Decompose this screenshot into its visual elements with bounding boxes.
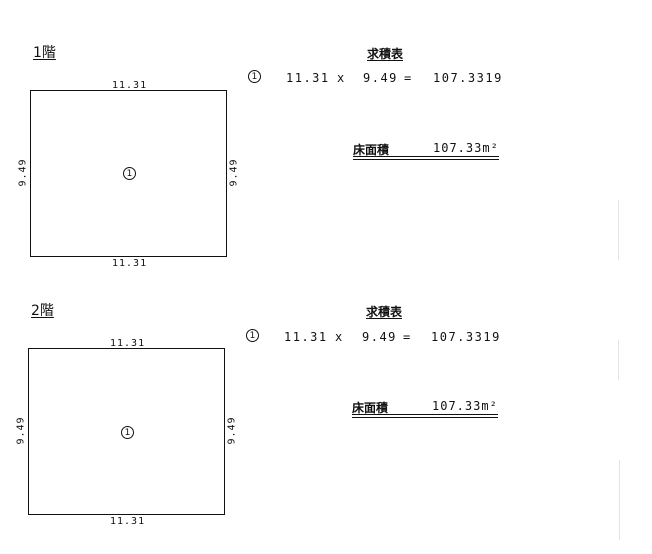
floor-2-outline <box>28 348 225 515</box>
floor-2-right-height: 9.49 <box>226 416 238 445</box>
floor-1-calc-marker: 1 <box>248 70 261 83</box>
floor-2-calc-b: 9.49 <box>362 330 397 344</box>
floor-2-area-marker: 1 <box>121 426 134 439</box>
floor-1-area-value: 107.33m² <box>433 141 499 155</box>
floor-2-calc-a: 11.31 <box>284 330 328 344</box>
floor-1-bottom-width: 11.31 <box>112 258 148 269</box>
scan-artifact-line <box>618 200 619 260</box>
floor-2-calc-op: x <box>335 330 344 344</box>
floor-1-calc-a: 11.31 <box>286 71 330 85</box>
floor-1-area-underline <box>353 156 499 160</box>
floor-2-area-label: 床面積 <box>352 401 389 415</box>
floor-1-outline <box>30 90 227 257</box>
floor-1-calc-op: x <box>337 71 346 85</box>
floor-1-area-marker: 1 <box>123 167 136 180</box>
floor-2-top-width: 11.31 <box>110 338 146 349</box>
floor-2-label: 2階 <box>31 303 54 319</box>
floor-2-bottom-width: 11.31 <box>110 516 146 527</box>
floor-1-table-title: 求積表 <box>367 47 404 61</box>
floor-2-table-title: 求積表 <box>366 305 403 319</box>
floor-2-calc-eq: = <box>403 330 412 344</box>
scan-artifact-line <box>618 340 619 380</box>
scan-artifact-line <box>619 460 620 540</box>
floor-2-left-height: 9.49 <box>15 416 27 445</box>
floor-2-calc-marker: 1 <box>246 329 259 342</box>
floor-1-right-height: 9.49 <box>228 158 240 187</box>
floor-1-area-label: 床面積 <box>353 143 390 157</box>
floor-2-calc-result: 107.3319 <box>431 330 501 344</box>
floor-2-area-underline <box>352 414 498 418</box>
floor-1-left-height: 9.49 <box>17 158 29 187</box>
floor-1-top-width: 11.31 <box>112 80 148 91</box>
floor-1-calc-result: 107.3319 <box>433 71 503 85</box>
floor-2-area-value: 107.33m² <box>432 399 498 413</box>
floor-1-label: 1階 <box>33 45 56 61</box>
floor-1-calc-b: 9.49 <box>363 71 398 85</box>
floor-1-calc-eq: = <box>404 71 413 85</box>
